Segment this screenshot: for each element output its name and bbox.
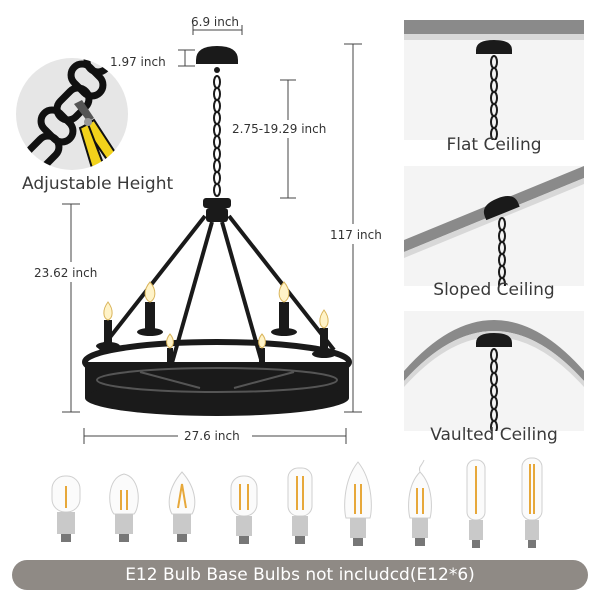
c7-bulb-icon <box>168 471 196 542</box>
vaulted-ceiling-label: Vaulted Ceiling <box>430 425 558 445</box>
chain-range-label: 2.75-19.29 inch <box>232 122 327 136</box>
flat-ceiling-panel <box>404 20 584 140</box>
chain-closeup-image <box>14 56 130 172</box>
tube-bulb-icon <box>466 459 486 548</box>
t-bulb-icon <box>230 475 258 544</box>
candle-bulb-icon <box>344 461 372 546</box>
flame-tip-bulb-icon <box>408 459 432 546</box>
overall-height-label: 117 inch <box>330 228 382 242</box>
chandelier-diagram <box>62 25 362 444</box>
tube-bulb-icon <box>521 457 543 548</box>
diameter-label: 27.6 inch <box>184 429 240 443</box>
sloped-ceiling-label: Sloped Ceiling <box>433 280 555 300</box>
canopy-height-label: 1.97 inch <box>110 55 166 69</box>
flat-ceiling-label: Flat Ceiling <box>446 135 542 155</box>
s-bulb-icon <box>109 473 139 542</box>
bulb-row <box>51 457 543 548</box>
t-bulb-icon <box>51 475 81 542</box>
canopy-width-label: 6.9 inch <box>191 15 240 29</box>
t-bulb-icon <box>287 467 313 544</box>
body-height-label: 23.62 inch <box>34 266 98 280</box>
bulb-note-banner: E12 Bulb Base Bulbs not includcd(E12*6) <box>12 560 588 590</box>
sloped-ceiling-panel <box>404 166 584 286</box>
adjustable-height-label: Adjustable Height <box>22 174 174 194</box>
vaulted-ceiling-panel <box>404 311 584 431</box>
